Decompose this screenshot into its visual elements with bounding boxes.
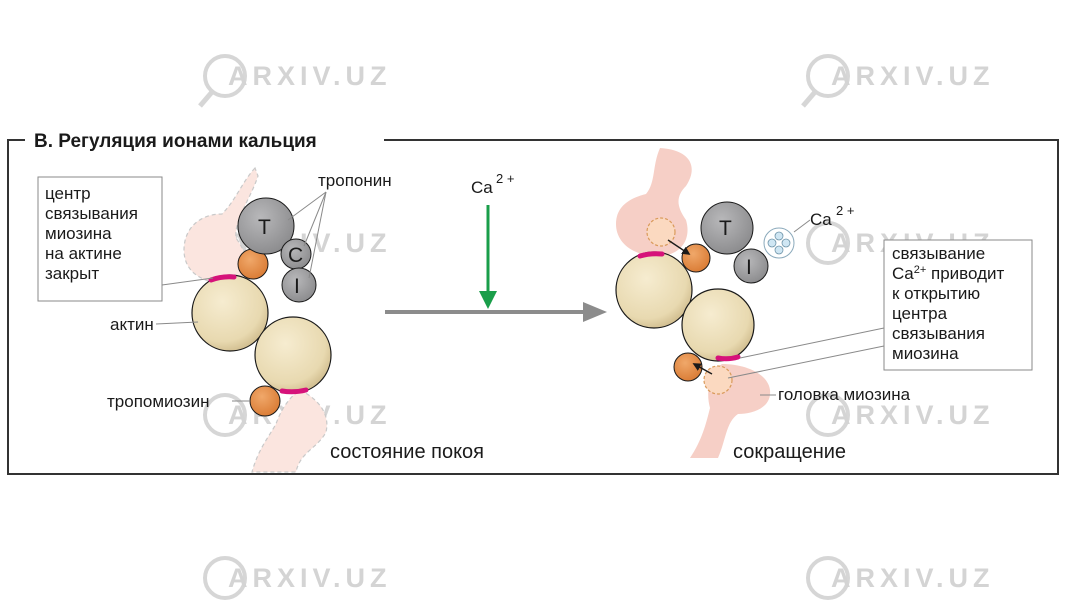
actin-monomer-upper <box>191 274 269 352</box>
actin-monomer-lower <box>254 316 332 394</box>
calcium-label: Ca <box>471 178 493 197</box>
binding-site-lower-right <box>715 354 741 362</box>
binding-closed-text: центр связывания миозина на актине закры… <box>45 184 138 283</box>
actin-monomer-upper-right <box>615 251 693 329</box>
svg-text:миозина: миозина <box>45 224 112 243</box>
transition-arrow <box>385 302 607 322</box>
figure-title: В. Регуляция ионами кальция <box>34 131 317 152</box>
tropomyosin-lower-right <box>673 352 703 382</box>
myosin-head-upper <box>183 166 259 283</box>
svg-text:центра: центра <box>892 304 948 323</box>
troponin-c-letter: C <box>288 244 303 267</box>
troponin-t-right <box>700 201 754 255</box>
calcium-charge-right: 2 + <box>836 203 854 218</box>
watermark-low-right: ARXIV.UZ <box>806 393 995 437</box>
troponin-label: тропонин <box>318 171 392 190</box>
actin-monomer-lower-right <box>681 288 755 362</box>
watermark-text: ARXIV.UZ <box>831 61 995 91</box>
tropomyosin-lower <box>249 385 281 417</box>
troponin-i-right <box>733 248 769 284</box>
binding-closed-callout <box>37 176 163 302</box>
actin-label: актин <box>110 315 154 334</box>
binding-open-callout <box>883 239 1033 371</box>
watermark-bottom-left: ARXIV.UZ <box>203 556 392 600</box>
binding-site-upper <box>208 274 237 283</box>
troponin-t <box>237 197 295 255</box>
troponin-i-letter-right: I <box>746 256 752 279</box>
rest-state-label: состояние покоя <box>330 441 484 463</box>
troponin-t-letter: T <box>258 216 271 239</box>
myosin-binding-lower <box>703 365 733 395</box>
troponin-t-letter-right: T <box>719 217 732 240</box>
myosin-head-label: головка миозина <box>778 385 911 404</box>
calcium-charge: 2 + <box>496 171 514 186</box>
watermark-bottom-right: ARXIV.UZ <box>806 556 995 600</box>
svg-text:к открытию: к открытию <box>892 284 980 303</box>
calcium-label-right: Ca <box>810 210 832 229</box>
troponin-i-letter: I <box>294 275 300 298</box>
binding-site-upper-right <box>637 251 665 259</box>
troponin-c-calcium-bound <box>763 227 795 259</box>
left-panel: T C I тропонин центр связывания миозина … <box>37 166 484 473</box>
svg-text:закрыт: закрыт <box>45 264 99 283</box>
svg-text:связывания: связывания <box>45 204 138 223</box>
calcium-input: Ca 2 + <box>471 171 514 309</box>
myosin-head-lower <box>251 389 328 473</box>
right-panel: T I Ca 2 + связывание Ca2+ приводит к от… <box>615 148 1033 463</box>
figure-frame <box>7 139 1059 475</box>
svg-text:Ca2+ приводит: Ca2+ приводит <box>892 264 1004 283</box>
watermark-text: ARXIV.UZ <box>228 563 392 593</box>
svg-text:миозина: миозина <box>892 344 959 363</box>
watermark-top-right: ARXIV.UZ <box>801 54 995 108</box>
svg-text:связывания: связывания <box>892 324 985 343</box>
svg-text:связывание: связывание <box>892 244 985 263</box>
troponin-i <box>281 267 317 303</box>
myosin-binding-upper <box>646 217 676 247</box>
svg-text:на актине: на актине <box>45 244 122 263</box>
watermark-text: ARXIV.UZ <box>831 563 995 593</box>
tropomyosin-upper-right <box>681 243 711 273</box>
svg-text:центр: центр <box>45 184 91 203</box>
tropomyosin-label: тропомиозин <box>107 392 209 411</box>
contraction-state-label: сокращение <box>733 441 846 463</box>
watermark-text: ARXIV.UZ <box>831 400 995 430</box>
watermark-text: ARXIV.UZ <box>228 61 392 91</box>
binding-site-lower <box>279 387 309 395</box>
binding-open-text: связывание Ca2+ приводит к открытию цент… <box>892 244 1004 363</box>
watermark-top-left: ARXIV.UZ <box>198 54 392 108</box>
